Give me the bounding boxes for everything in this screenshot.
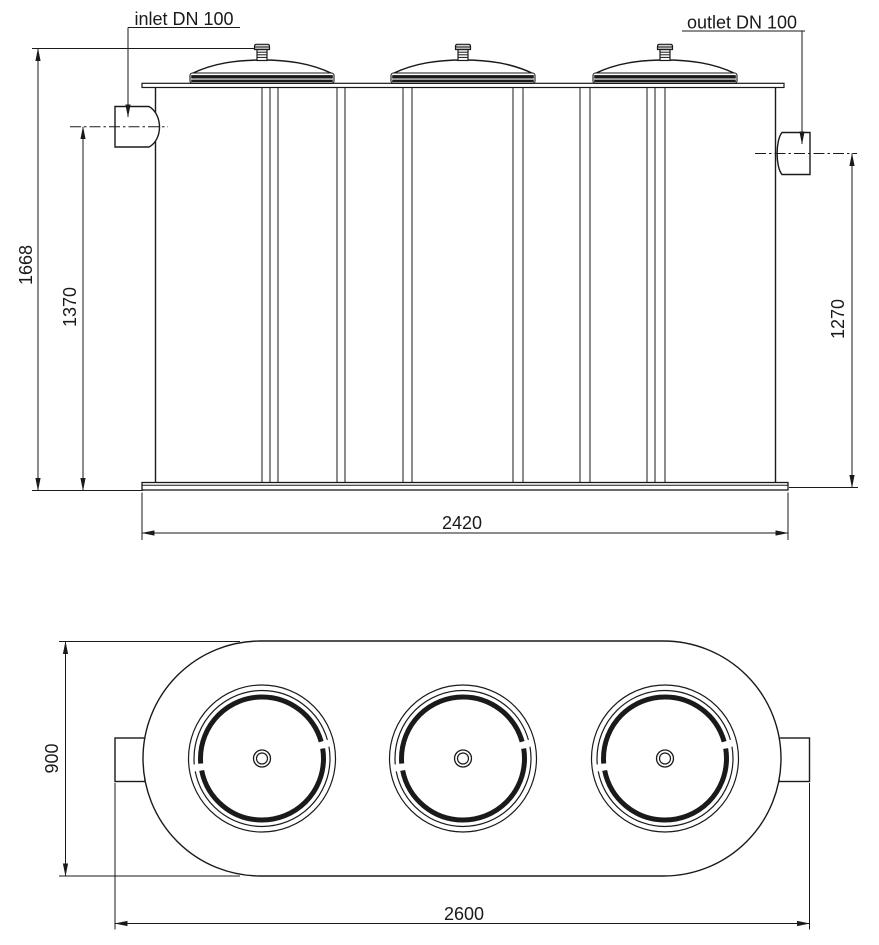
dimension-overall-height: 1668 xyxy=(16,47,254,492)
dimension-outlet-height: 1270 xyxy=(789,152,858,489)
side-elevation-view xyxy=(70,43,857,491)
dimension-text-inlet-height: 1370 xyxy=(60,287,80,327)
tank-rib-lines xyxy=(261,83,666,483)
dimension-text-overall-height: 1668 xyxy=(16,245,36,285)
dimension-text-outlet-height: 1270 xyxy=(828,299,848,339)
dimension-text-overall-length: 2600 xyxy=(444,904,484,924)
dimension-base-length: 2420 xyxy=(141,492,789,540)
dimension-body-width: 900 xyxy=(42,640,240,877)
outlet-label-group: outlet DN 100 xyxy=(682,13,805,145)
inlet-label: inlet DN 100 xyxy=(134,9,233,29)
tank-base-plate xyxy=(141,481,789,491)
outlet-label: outlet DN 100 xyxy=(687,13,797,33)
inlet-label-group: inlet DN 100 xyxy=(125,9,240,118)
plan-inlet-stub xyxy=(114,737,146,783)
dimension-overall-length: 2600 xyxy=(114,783,811,930)
manhole-lid-3 xyxy=(592,43,738,85)
manhole-lid-1 xyxy=(189,43,335,85)
tank-body-outline xyxy=(142,640,782,877)
dimension-text-base-length: 2420 xyxy=(442,513,482,533)
manhole-lid-2 xyxy=(390,43,536,85)
plan-outlet-stub xyxy=(778,737,811,783)
dimension-inlet-height: 1370 xyxy=(60,126,86,492)
plan-view xyxy=(114,640,811,877)
dimension-text-body-width: 900 xyxy=(42,743,62,773)
